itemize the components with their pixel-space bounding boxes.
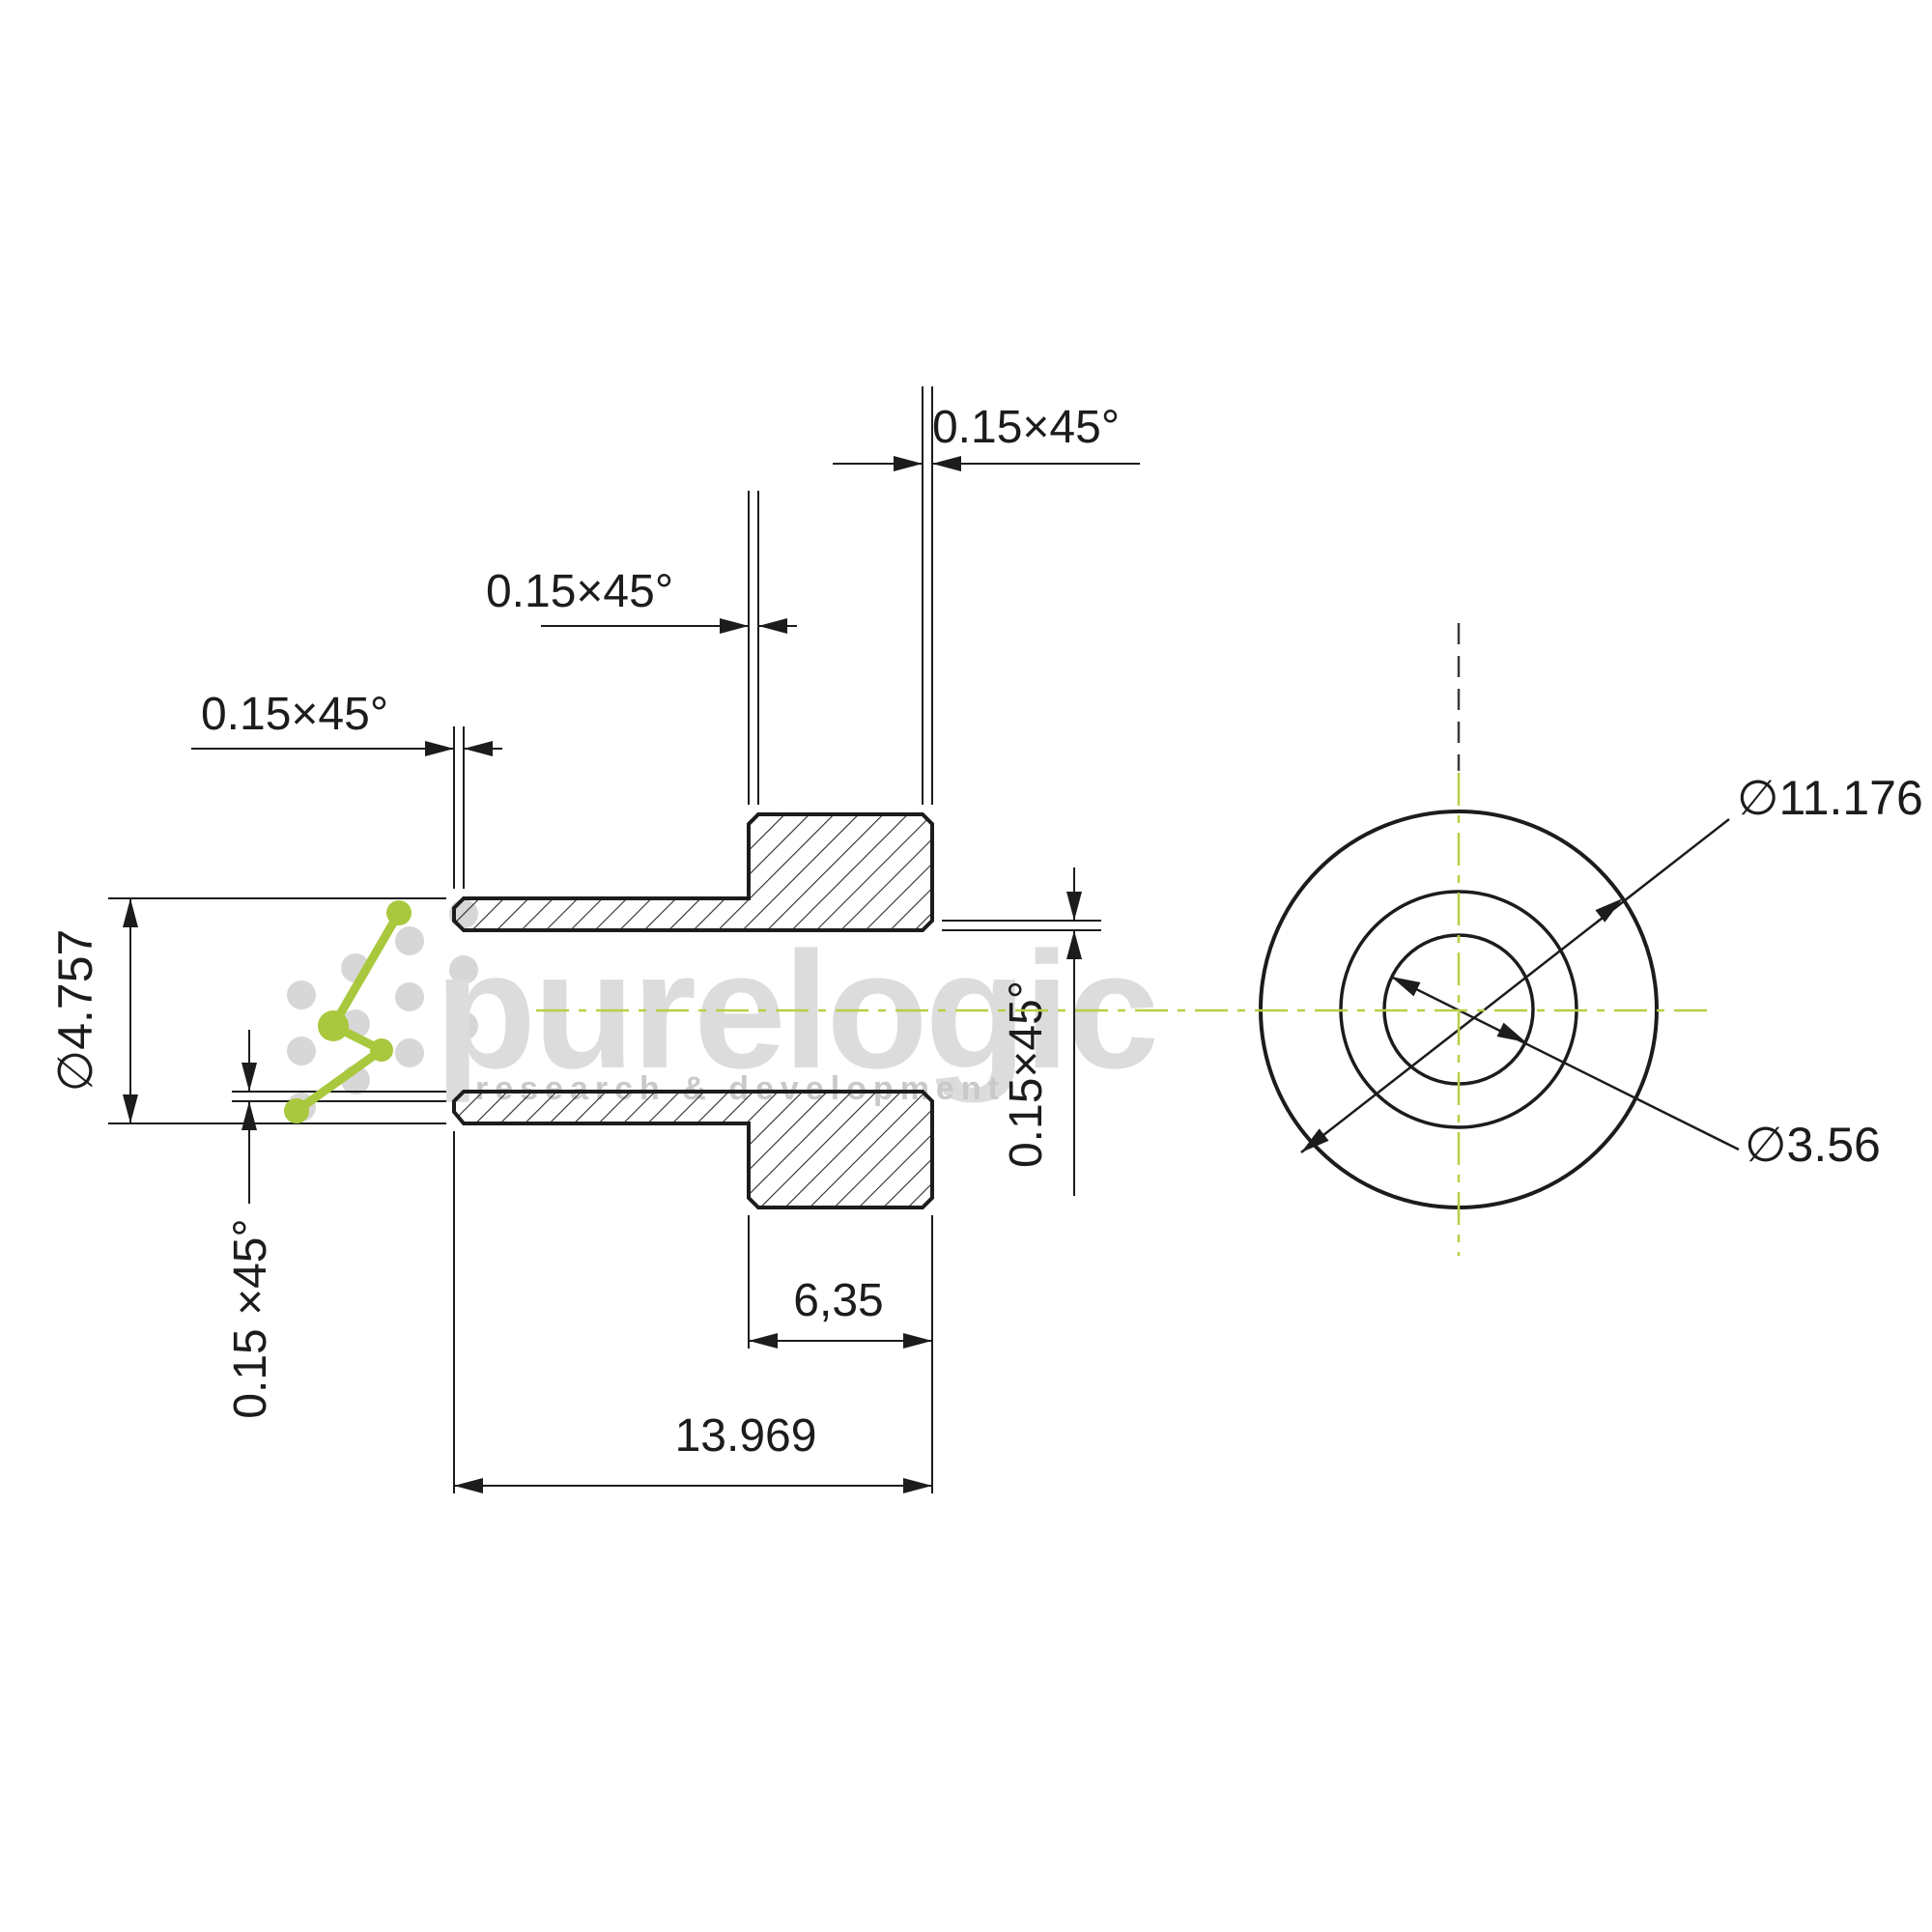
- chamfer-label-bore-left: 0.15 ×45°: [225, 1218, 276, 1418]
- logo-dot: [449, 1011, 478, 1040]
- dimension-arrow: [123, 1094, 138, 1123]
- section-view: 0.15×45° 0.15×45° 0.15×45° ∅4.757 0.15 ×…: [48, 386, 1140, 1493]
- dimension-arrow: [903, 1478, 932, 1493]
- logo-molecule: [284, 900, 412, 1123]
- leader-lines: [1300, 818, 1740, 1153]
- logo-dot: [395, 982, 424, 1011]
- end-view-outer-diameter-label: ∅11.176: [1737, 771, 1923, 825]
- leader-arrow: [1301, 1128, 1329, 1152]
- molecule-node: [318, 1010, 349, 1041]
- chamfer-label-left: 0.15×45°: [201, 689, 388, 740]
- outer-diameter-label: ∅4.757: [48, 929, 102, 1093]
- leader-arrows: [1301, 898, 1623, 1152]
- leader-arrow: [1595, 898, 1623, 923]
- dimension-arrow: [932, 456, 961, 471]
- section-lower-material: [452, 1090, 934, 1209]
- extension-lines: [108, 386, 1101, 1493]
- dimension-arrow: [242, 1101, 257, 1130]
- chamfer-label-top-right: 0.15×45°: [932, 402, 1120, 453]
- dimension-arrow: [242, 1063, 257, 1092]
- logo-dot: [449, 955, 478, 984]
- molecule-bond: [329, 910, 403, 1029]
- logo-dot: [287, 980, 316, 1009]
- dimension-arrow: [903, 1333, 932, 1349]
- logo-dot: [287, 1037, 316, 1065]
- section-upper-material: [452, 812, 934, 932]
- dimension-arrow: [758, 618, 787, 634]
- dimension-arrow: [425, 741, 454, 756]
- dimension-arrow: [720, 618, 749, 634]
- logo-dot: [395, 926, 424, 955]
- leader-arrow: [1496, 1022, 1526, 1042]
- dimension-arrow: [464, 741, 493, 756]
- total-length-label: 13.969: [675, 1410, 817, 1462]
- dimension-arrows: [123, 456, 1082, 1493]
- molecule-node: [386, 900, 412, 925]
- leader-arrow: [1391, 977, 1421, 997]
- dimension-arrow: [1066, 892, 1082, 921]
- accent-layer: [284, 773, 1710, 1256]
- end-view-bore-diameter-label: ∅3.56: [1745, 1118, 1881, 1172]
- molecule-bond: [294, 1046, 384, 1115]
- molecule-node: [370, 1038, 393, 1062]
- dimension-arrow: [894, 456, 923, 471]
- dimension-arrow: [749, 1333, 778, 1349]
- dimension-arrow: [1066, 930, 1082, 959]
- dimension-arrow: [454, 1478, 483, 1493]
- chamfer-label-step: 0.15×45°: [486, 566, 673, 617]
- chamfer-label-bore-right: 0.15×45°: [1001, 980, 1052, 1168]
- dimension-arrow: [123, 898, 138, 927]
- molecule-node: [284, 1098, 309, 1123]
- flange-length-label: 6,35: [793, 1275, 883, 1326]
- logo-dot: [395, 1038, 424, 1067]
